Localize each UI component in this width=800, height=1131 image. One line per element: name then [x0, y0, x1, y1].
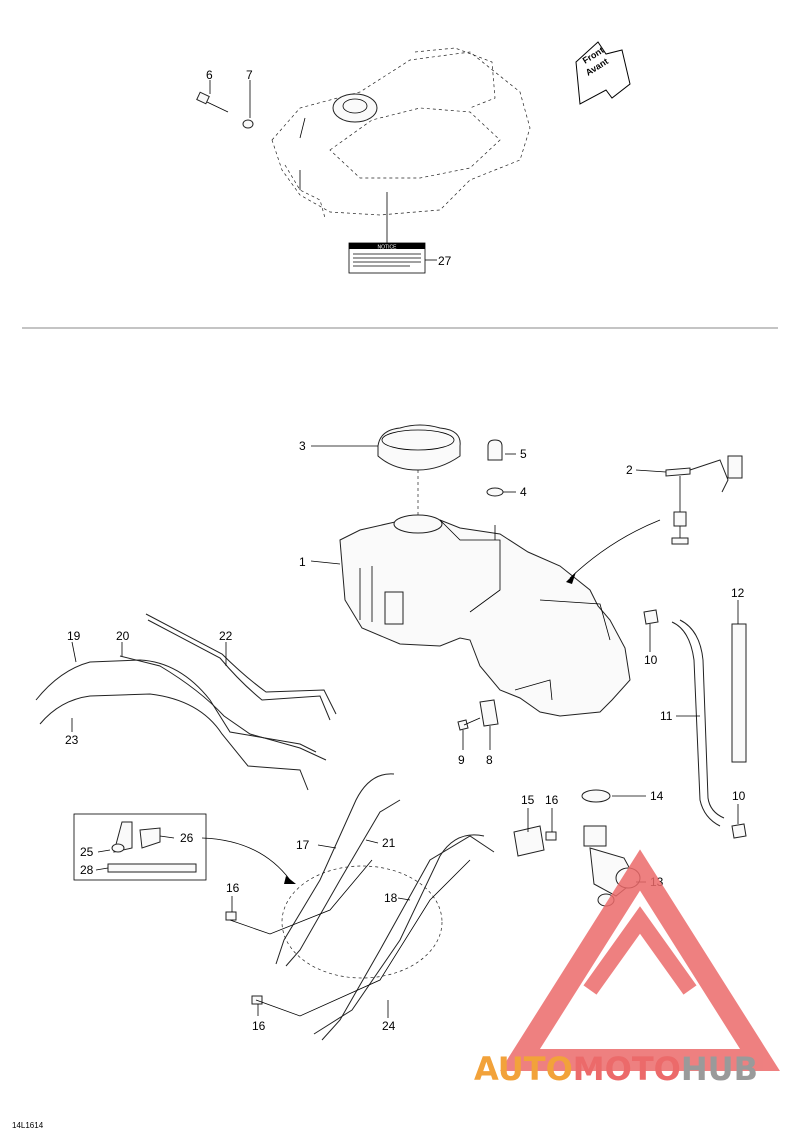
watermark-text: AUTOMOTOHUB	[474, 1050, 758, 1088]
pump-hoses-drawing	[229, 773, 495, 1041]
fuel-cap-3-drawing	[377, 424, 461, 516]
callout-9: 9	[458, 753, 465, 767]
nut-16b-drawing	[225, 911, 237, 921]
callout-23: 23	[65, 733, 79, 747]
callout-26: 26	[180, 831, 194, 845]
callout-22: 22	[219, 629, 233, 643]
hose-12-drawing	[731, 623, 747, 763]
callout-7: 7	[246, 68, 253, 82]
fitting-10a-drawing	[643, 609, 659, 625]
notice-label-27: NOTICE	[348, 192, 437, 274]
callout-16-pump: 16	[545, 793, 559, 807]
watermark-logo	[500, 849, 780, 1071]
hose-11-drawing	[671, 621, 721, 827]
vent-cap-5-drawing	[487, 439, 503, 461]
callout-16-bottom: 16	[252, 1019, 266, 1033]
clamp-14-drawing	[581, 789, 611, 803]
nut-16a-drawing	[545, 831, 557, 841]
bracket-15-drawing	[513, 825, 545, 857]
notice-heading: NOTICE	[378, 245, 398, 251]
leader-lines	[71, 80, 739, 1018]
callout-4: 4	[520, 485, 527, 499]
callout-11: 11	[660, 709, 673, 723]
callout-19: 19	[67, 629, 81, 643]
callout-6: 6	[206, 68, 213, 82]
callout-8: 8	[486, 753, 493, 767]
callout-10-upper: 10	[644, 653, 658, 667]
callout-16-left: 16	[226, 881, 240, 895]
fuel-sender-2-drawing	[566, 455, 743, 584]
clamp-4-drawing	[486, 487, 504, 497]
callout-21: 21	[382, 836, 396, 850]
fuel-tank-1-drawing	[339, 514, 631, 717]
callout-5: 5	[520, 447, 527, 461]
screw-6-drawing	[196, 91, 229, 113]
cap-in-frame	[332, 93, 378, 123]
callout-25: 25	[80, 845, 94, 859]
long-hoses-drawing	[35, 613, 337, 791]
callout-17: 17	[296, 838, 310, 852]
watermark-triangle-icon	[500, 849, 780, 1071]
callout-numbers: 6 7 27 3 5 4 2 1 10 11 12 14 10 13 15 16…	[65, 68, 746, 1033]
drawing-code: 14L1614	[12, 1121, 44, 1130]
frame-assembly-view	[271, 47, 531, 219]
callout-3: 3	[299, 439, 306, 453]
callout-15: 15	[521, 793, 535, 807]
callout-28: 28	[80, 863, 94, 877]
callout-10-lower: 10	[732, 789, 746, 803]
washer-7-drawing	[242, 119, 254, 129]
bracket-8-drawing	[479, 699, 499, 727]
hose-group-outline	[281, 865, 443, 979]
screw-9-drawing	[457, 717, 481, 731]
callout-14: 14	[650, 789, 664, 803]
callout-1: 1	[299, 555, 306, 569]
fitting-10b-drawing	[731, 823, 747, 839]
callout-27: 27	[438, 254, 452, 268]
direction-arrow: Front Avant	[575, 41, 631, 105]
watermark-m-icon	[583, 906, 697, 995]
hardware-kit-box	[73, 813, 207, 881]
callout-24: 24	[382, 1019, 396, 1033]
callout-12: 12	[731, 586, 745, 600]
callout-18: 18	[384, 891, 398, 905]
callout-20: 20	[116, 629, 130, 643]
callout-2: 2	[626, 463, 633, 477]
